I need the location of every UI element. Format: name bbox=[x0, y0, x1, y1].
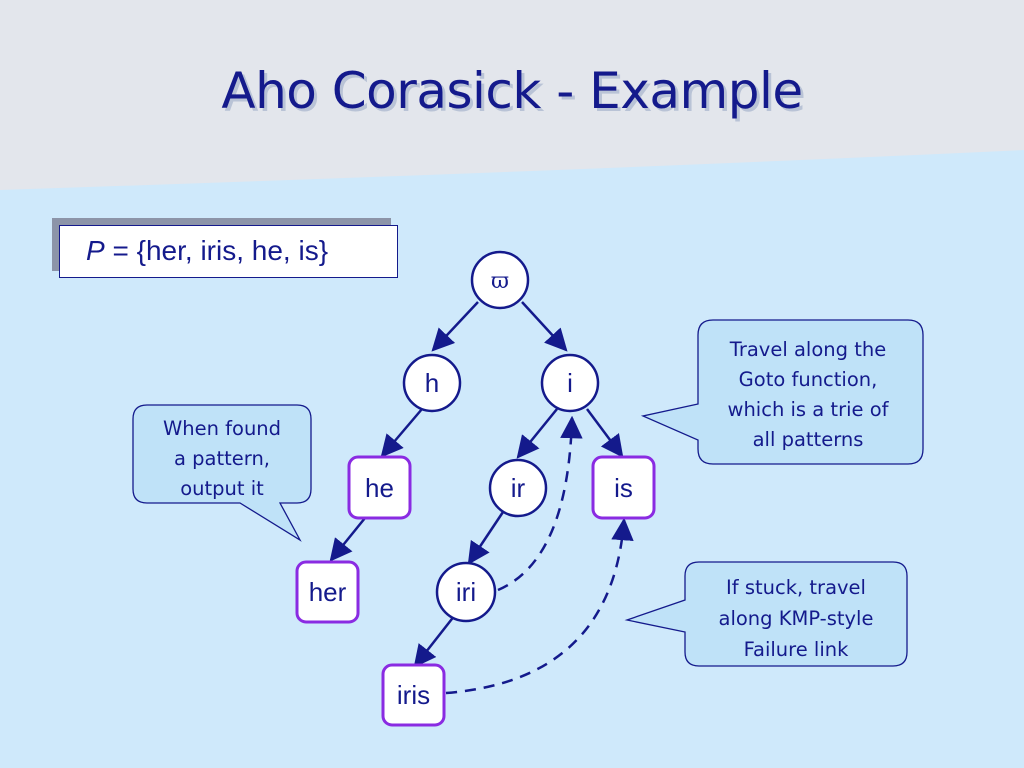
failure-callout-line-1: If stuck, travel bbox=[726, 576, 866, 599]
goto-callout-line-1: Travel along the bbox=[729, 338, 886, 361]
goto-edges bbox=[329, 301, 624, 668]
goto-edge-root-h bbox=[431, 301, 479, 352]
pattern-set-equals: = bbox=[104, 235, 137, 266]
trie-node-ir: ir bbox=[488, 458, 548, 518]
failure-callout: If stuck, travel along KMP-style Failure… bbox=[624, 561, 908, 667]
trie-node-her: her bbox=[295, 560, 360, 624]
goto-edge-iri-iris bbox=[413, 614, 456, 668]
node-label-i: i bbox=[567, 368, 573, 398]
goto-edge-root-i bbox=[521, 301, 568, 352]
goto-edge-ir-iri bbox=[467, 511, 505, 565]
slide-title: Aho Corasick - Example bbox=[221, 62, 803, 120]
trie-node-iri: iri bbox=[435, 561, 497, 623]
goto-callout-line-2: Goto function, bbox=[739, 368, 878, 391]
pattern-set-values: {her, iris, he, is} bbox=[136, 235, 329, 266]
output-callout: When found a pattern, output it bbox=[132, 404, 312, 542]
pattern-set-box: P = {her, iris, he, is} bbox=[59, 225, 398, 278]
failure-callout-line-3: Failure link bbox=[744, 638, 850, 661]
trie-node-i: i bbox=[540, 353, 600, 413]
goto-callout-line-4: all patterns bbox=[753, 428, 864, 451]
goto-edge-i-is bbox=[585, 408, 624, 458]
output-callout-line-3: output it bbox=[180, 477, 264, 500]
goto-edge-i-ir bbox=[516, 408, 558, 459]
output-callout-line-1: When found bbox=[163, 417, 281, 440]
failure-callout-line-2: along KMP-style bbox=[719, 607, 874, 630]
node-label-ir: ir bbox=[511, 473, 526, 503]
failure-link-iri-i bbox=[497, 415, 583, 592]
node-label-he: he bbox=[365, 473, 394, 503]
output-callout-line-2: a pattern, bbox=[174, 447, 270, 470]
node-label-her: her bbox=[309, 577, 347, 607]
trie-node-iris: iris bbox=[381, 663, 446, 727]
failure-links bbox=[445, 415, 634, 695]
trie-node-h: h bbox=[402, 353, 462, 413]
goto-callout: Travel along the Goto function, which is… bbox=[640, 319, 924, 465]
node-label-iris: iris bbox=[397, 680, 430, 710]
node-label-h: h bbox=[425, 368, 439, 398]
goto-edge-h-he bbox=[380, 408, 423, 458]
node-label-iri: iri bbox=[456, 577, 476, 607]
node-label-root: ϖ bbox=[491, 269, 509, 294]
node-label-is: is bbox=[614, 473, 633, 503]
failure-link-iris-is bbox=[445, 517, 634, 695]
trie-node-is: is bbox=[591, 455, 656, 520]
pattern-set-symbol: P bbox=[86, 235, 105, 266]
goto-callout-line-3: which is a trie of bbox=[728, 398, 890, 421]
goto-edge-he-her bbox=[329, 517, 366, 562]
trie-node-root: ϖ bbox=[470, 250, 530, 310]
header-band bbox=[0, 0, 1024, 190]
trie-node-he: he bbox=[347, 455, 412, 520]
